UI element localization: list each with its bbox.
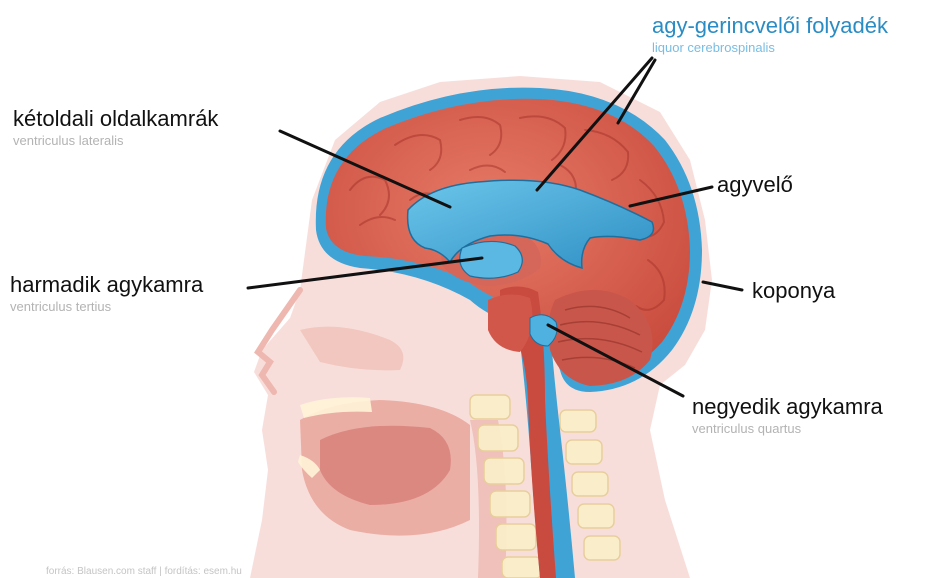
label-brain-main: agyvelő bbox=[717, 174, 793, 196]
source-credit: forrás: Blausen.com staff | fordítás: es… bbox=[46, 566, 242, 577]
label-csf-latin: liquor cerebrospinalis bbox=[652, 41, 888, 54]
label-csf: agy-gerincvelői folyadék liquor cerebros… bbox=[652, 15, 888, 54]
label-fourth-ventricle-main: negyedik agykamra bbox=[692, 396, 883, 418]
label-csf-main: agy-gerincvelői folyadék bbox=[652, 15, 888, 37]
label-lateral-ventricles-main: kétoldali oldalkamrák bbox=[13, 108, 218, 130]
label-fourth-ventricle-latin: ventriculus quartus bbox=[692, 422, 883, 435]
label-third-ventricle: harmadik agykamra ventriculus tertius bbox=[10, 274, 203, 313]
label-skull-main: koponya bbox=[752, 280, 835, 302]
label-lateral-ventricles: kétoldali oldalkamrák ventriculus latera… bbox=[13, 108, 218, 147]
label-third-ventricle-latin: ventriculus tertius bbox=[10, 300, 203, 313]
label-fourth-ventricle: negyedik agykamra ventriculus quartus bbox=[692, 396, 883, 435]
label-third-ventricle-main: harmadik agykamra bbox=[10, 274, 203, 296]
label-lateral-ventricles-latin: ventriculus lateralis bbox=[13, 134, 218, 147]
label-brain: agyvelő bbox=[717, 174, 793, 196]
label-skull: koponya bbox=[752, 280, 835, 302]
